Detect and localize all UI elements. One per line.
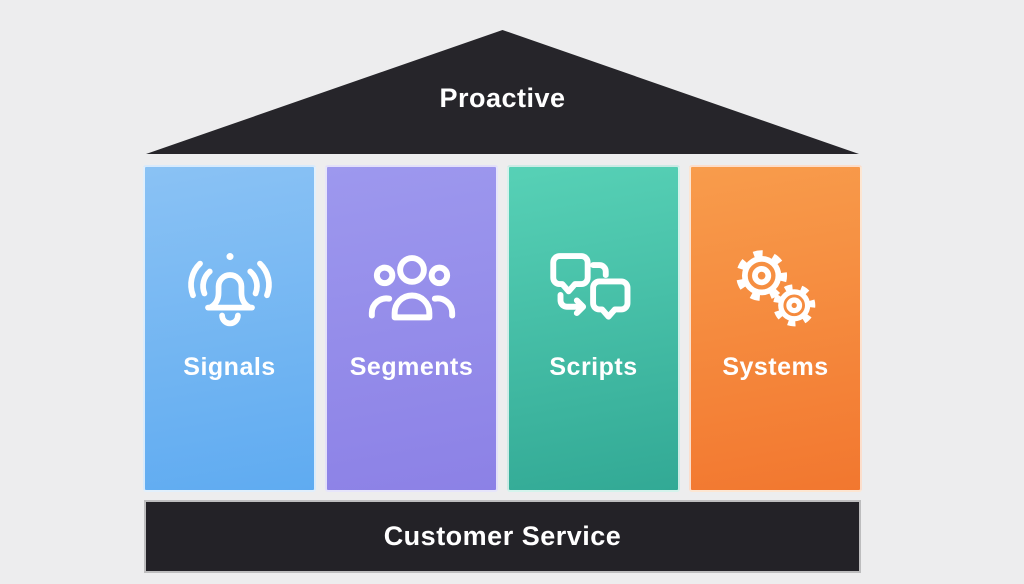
- pillar-label-segments: Segments: [349, 353, 474, 381]
- pillar-signals: Signals: [143, 165, 316, 492]
- roof-triangle: Proactive: [146, 30, 859, 154]
- pillar-label-systems: Systems: [722, 353, 829, 381]
- pillar-scripts: Scripts: [507, 165, 680, 492]
- gears-icon: [728, 245, 824, 335]
- people-group-icon: [366, 245, 458, 335]
- base-bar: Customer Service: [144, 500, 861, 573]
- bell-alert-icon: [186, 245, 274, 335]
- base-label: Customer Service: [383, 521, 622, 551]
- roof-label: Proactive: [439, 83, 566, 113]
- pillar-segments: Segments: [325, 165, 498, 492]
- pillar-systems: Systems: [689, 165, 862, 492]
- chat-exchange-icon: [544, 245, 644, 335]
- pillar-label-scripts: Scripts: [549, 353, 638, 381]
- pillar-label-signals: Signals: [183, 353, 276, 381]
- pillar-row: Signals Segments: [143, 165, 862, 492]
